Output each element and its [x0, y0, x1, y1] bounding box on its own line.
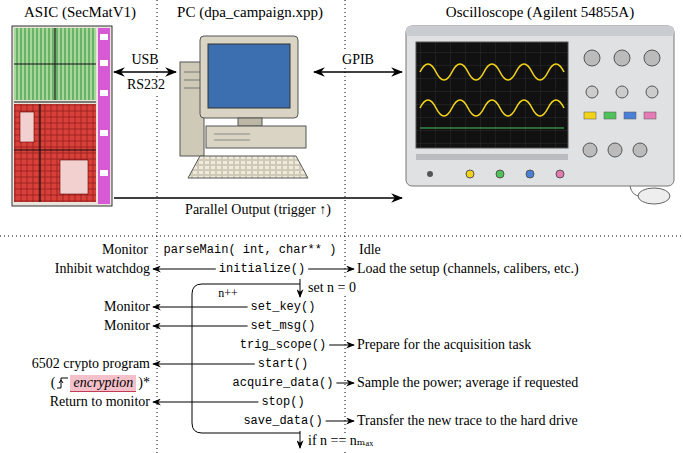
column-heading: PC (dpa_campaign.xpp): [175, 3, 325, 21]
function-call: trig_scope(): [240, 337, 326, 353]
function-name: acquire_data(): [233, 375, 334, 391]
event-text: Prepare for the acquisition task: [357, 337, 531, 353]
event-text: Transfer the new trace to the hard drive: [357, 413, 578, 429]
device-panel: Oscilloscope (Agilent 54855A): [404, 22, 678, 208]
annotation-label: parseMain( int, char** ): [162, 242, 339, 258]
event-text: Return to monitor: [50, 394, 150, 410]
message-arrow: [114, 197, 402, 199]
pc-picture: [180, 36, 308, 178]
column-heading: Oscilloscope (Agilent 54855A): [444, 3, 636, 21]
rising-edge-symbol: [57, 376, 68, 390]
function-call: set_msg(): [251, 318, 316, 334]
message-arrow: [114, 71, 176, 73]
annotation-label: if n == nₘₐₓ: [306, 433, 375, 449]
annotation-label: n++: [216, 287, 240, 299]
device-panel: PC (dpa_campaign.xpp): [178, 34, 312, 184]
event-label: Inhibit watchdog: [55, 261, 150, 277]
annotation-label: (: [51, 375, 56, 391]
function-name: save_data(): [243, 413, 322, 429]
function-name: start(): [258, 356, 308, 372]
annotation-label: Monitor: [100, 242, 150, 258]
column-heading: ASIC (SecMatV1): [22, 3, 138, 21]
function-name: set_key(): [251, 299, 316, 315]
function-call: initialize(): [219, 261, 305, 277]
function-name: initialize(): [219, 261, 305, 277]
annotation-label: )*: [138, 375, 150, 391]
event-text: Monitor: [104, 318, 150, 334]
event-label: Return to monitor: [50, 394, 150, 410]
annotation-label: RS232: [125, 77, 167, 93]
function-name: set_msg(): [251, 318, 316, 334]
encryption-row: ( encryption)*: [51, 375, 150, 392]
event-label: Load the setup (channels, calibers, etc.…: [357, 261, 579, 277]
function-name: stop(): [261, 394, 304, 410]
event-text: 6502 crypto program: [32, 356, 150, 372]
event-label: Transfer the new trace to the hard drive: [357, 413, 578, 429]
function-call: acquire_data(): [233, 375, 334, 391]
event-label: 6502 crypto program: [32, 356, 150, 372]
event-label: Prepare for the acquisition task: [357, 337, 531, 353]
message-arrow: [153, 402, 258, 403]
edge-label: GPIB: [340, 52, 376, 68]
message-arrow: [308, 269, 354, 270]
edge-label: USB: [129, 52, 160, 68]
event-text: Monitor: [104, 299, 150, 315]
device-panel: ASIC (SecMatV1): [12, 26, 112, 206]
message-arrow: [336, 383, 354, 384]
message-arrow: [153, 326, 248, 327]
event-label: Monitor: [104, 299, 150, 315]
annotation-label: set n = 0: [306, 280, 358, 296]
event-label: Monitor: [104, 318, 150, 334]
event-label: Sample the power; average if requested: [357, 375, 578, 391]
message-arrow: [329, 345, 354, 346]
event-text: Load the setup (channels, calibers, etc.…: [357, 261, 579, 277]
message-arrow: [314, 71, 402, 73]
annotation-label: Idle: [357, 242, 383, 258]
function-call: set_key(): [251, 299, 316, 315]
message-arrow: [153, 364, 255, 365]
edge-label: Parallel Output (trigger ↑): [183, 202, 333, 218]
message-arrow: [153, 269, 216, 270]
event-text: Inhibit watchdog: [55, 261, 150, 277]
message-arrow: [326, 421, 354, 422]
asic-layout: [12, 26, 112, 206]
message-arrow: [153, 307, 248, 308]
function-call: save_data(): [243, 413, 322, 429]
event-text: Sample the power; average if requested: [357, 375, 578, 391]
oscilloscope-picture: [406, 26, 674, 204]
function-call: start(): [258, 356, 308, 372]
annotation-label: encryption: [70, 375, 136, 392]
function-call: stop(): [261, 394, 304, 410]
function-name: trig_scope(): [240, 337, 326, 353]
